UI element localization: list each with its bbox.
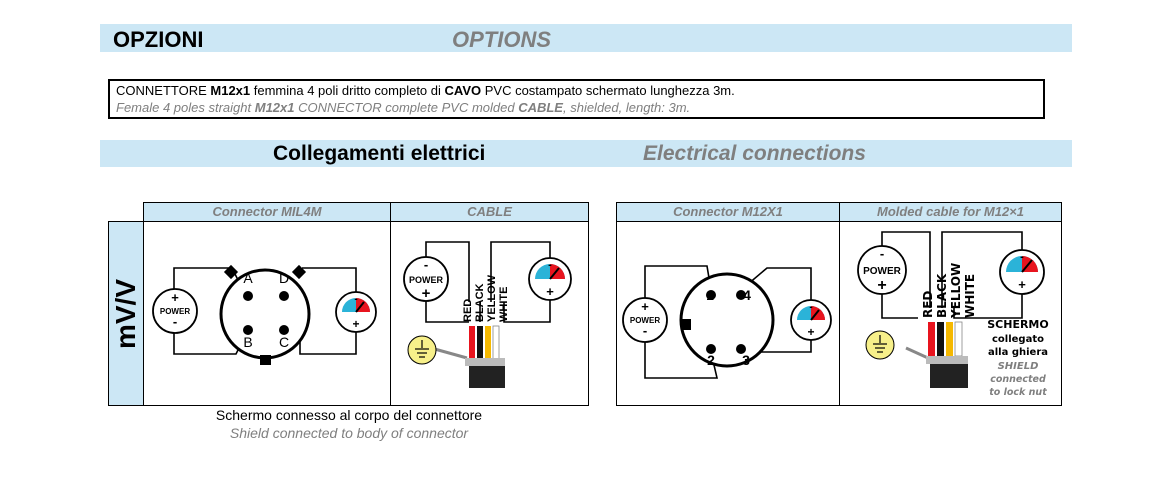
power-icon: + POWER -	[152, 288, 198, 334]
mil-pin-b: B	[243, 334, 252, 350]
svg-text:POWER: POWER	[160, 307, 190, 316]
gauge-icon: - +	[528, 257, 572, 301]
svg-text:+: +	[1018, 277, 1026, 292]
electrical-band	[100, 140, 1072, 167]
wire-label-red: RED	[462, 299, 474, 322]
mil-pin-d: D	[279, 270, 289, 286]
cable-wires	[905, 321, 968, 388]
mil4m-wiring-diagram: A D B C + POWER - - +	[152, 264, 377, 365]
header-connector-m12x1: Connector M12X1	[616, 202, 840, 222]
svg-text:-: -	[173, 314, 177, 329]
power-icon: - POWER +	[857, 245, 907, 295]
panel-mil4m: A D B C + POWER - - +	[143, 221, 391, 406]
options-title-en: OPTIONS	[452, 27, 552, 52]
power-icon: + POWER -	[622, 297, 668, 343]
mil-pin-a: A	[243, 270, 253, 286]
svg-text:-: -	[880, 246, 884, 261]
svg-text:POWER: POWER	[409, 275, 444, 285]
wire-label-black: BLACK	[935, 273, 949, 318]
svg-text:-: -	[424, 257, 428, 272]
gauge-icon: - +	[999, 249, 1045, 295]
wire-label-black: BLACK	[474, 283, 486, 322]
wire-label-white: WHITE	[498, 287, 510, 322]
svg-text:-: -	[548, 259, 552, 271]
svg-text:+: +	[352, 317, 359, 331]
svg-text:POWER: POWER	[863, 266, 902, 277]
svg-text:-: -	[809, 302, 812, 313]
svg-text:+: +	[877, 277, 886, 294]
electrical-title-it: Collegamenti elettrici	[273, 142, 486, 165]
electrical-title-en: Electrical connections	[643, 142, 866, 165]
svg-text:to lock nut: to lock nut	[989, 387, 1047, 398]
header-cable: CABLE	[390, 202, 589, 222]
svg-text:+: +	[546, 284, 554, 299]
m12x1-wiring-diagram: 1 4 2 3 + POWER - - +	[622, 265, 832, 379]
connector-option-it: CONNETTORE M12x1 femmina 4 poli dritto c…	[116, 83, 735, 98]
m12-pin-4: 4	[743, 287, 751, 303]
shield-note: SCHERMO collegato alla ghiera SHIELD con…	[987, 318, 1048, 398]
molded-cable-wiring-diagram: - POWER + - + RED BLACK YELLOW WHITE	[857, 231, 1049, 398]
wire-label-white: WHITE	[963, 274, 977, 318]
svg-text:alla ghiera: alla ghiera	[988, 347, 1048, 358]
svg-text:+: +	[807, 325, 814, 339]
ground-icon	[865, 330, 895, 360]
header-connector-mil4m: Connector MIL4M	[143, 202, 391, 222]
svg-text:-: -	[354, 294, 357, 305]
panel-molded-cable: - POWER + - + RED BLACK YELLOW WHITE	[839, 221, 1062, 406]
shield-note-en: Shield connected to body of connector	[229, 425, 469, 441]
svg-text:POWER: POWER	[630, 316, 660, 325]
connector-option-en: Female 4 poles straight M12x1 CONNECTOR …	[116, 100, 691, 115]
wire-label-yellow: YELLOW	[486, 274, 498, 322]
wire-label-red: RED	[921, 291, 935, 318]
header-molded-cable: Molded cable for M12×1	[839, 202, 1062, 222]
svg-text:+: +	[641, 299, 649, 314]
gauge-icon: - +	[790, 299, 832, 341]
shield-note-it: Schermo connesso al corpo del connettore	[215, 407, 483, 423]
ground-icon	[407, 335, 437, 365]
wire-label-yellow: YELLOW	[949, 263, 963, 319]
m12-pin-1: 1	[706, 287, 714, 303]
gauge-icon: - +	[335, 291, 377, 333]
svg-text:-: -	[1020, 251, 1024, 263]
row-label-mvv: mV/V	[108, 221, 144, 406]
panel-m12x1: 1 4 2 3 + POWER - - +	[616, 221, 840, 406]
options-title-it: OPZIONI	[113, 27, 204, 52]
m12-pin-2: 2	[707, 352, 715, 368]
svg-text:connected: connected	[990, 374, 1046, 385]
panel-cable: - POWER + - + RED BLACK YELLOW WHITE	[390, 221, 589, 406]
svg-text:SHIELD: SHIELD	[998, 361, 1039, 372]
cable-wiring-diagram: - POWER + - + RED BLACK YELLOW WHITE	[403, 241, 572, 388]
svg-text:-: -	[643, 323, 647, 338]
svg-text:SCHERMO: SCHERMO	[987, 318, 1048, 331]
power-icon: - POWER +	[403, 256, 449, 302]
options-band	[100, 24, 1072, 52]
mil-pin-c: C	[279, 334, 289, 350]
svg-text:collegato: collegato	[992, 334, 1044, 345]
svg-text:+: +	[171, 290, 179, 305]
cable-wires	[430, 325, 505, 388]
connector-option-box: CONNETTORE M12x1 femmina 4 poli dritto c…	[108, 79, 1045, 119]
m12-pin-3: 3	[742, 352, 750, 368]
svg-text:+: +	[422, 285, 431, 302]
